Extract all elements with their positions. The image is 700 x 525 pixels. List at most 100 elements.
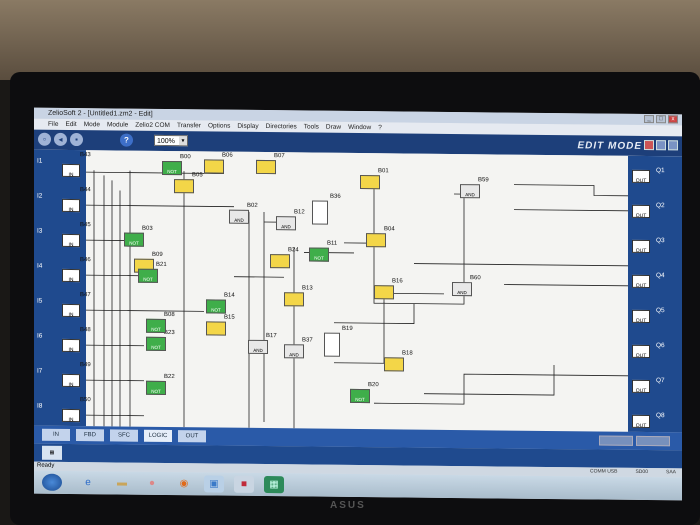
function-block-not[interactable]: NOT — [206, 299, 226, 314]
tab-sfc[interactable]: SFC — [110, 429, 138, 442]
function-block-and[interactable]: AND — [460, 184, 480, 199]
background-wall — [0, 0, 700, 80]
mode-icon-2[interactable] — [656, 140, 666, 151]
menu-options[interactable]: Options — [207, 122, 231, 130]
left-block-label: B50 — [80, 397, 91, 404]
menu-edit[interactable]: Edit — [65, 120, 77, 129]
app-icon-red[interactable]: ■ — [234, 475, 254, 493]
print-icon[interactable]: ▪ — [70, 132, 83, 147]
function-block-and[interactable]: AND — [284, 344, 304, 359]
zeliosoft-taskbar-icon[interactable]: ▦ — [264, 476, 284, 494]
function-block-tmr[interactable] — [384, 357, 404, 372]
output-block[interactable]: OUT — [632, 309, 650, 324]
block-label: B09 — [152, 251, 163, 258]
firefox-icon[interactable]: ◉ — [179, 478, 189, 490]
menu-zelio2-com[interactable]: Zelio2 COM — [135, 121, 170, 130]
input-block[interactable]: IN — [62, 338, 80, 353]
ie-icon[interactable]: e — [85, 477, 91, 489]
maximize-button[interactable]: □ — [656, 115, 666, 124]
input-block[interactable]: IN — [62, 268, 80, 283]
output-block[interactable]: OUT — [632, 414, 650, 429]
app-icon[interactable]: ▣ — [204, 475, 224, 493]
function-block-and[interactable]: AND — [452, 281, 472, 297]
block-label: B00 — [180, 154, 191, 161]
tab-logic[interactable]: LOGIC — [144, 429, 172, 443]
input-block[interactable]: IN — [62, 198, 80, 213]
function-block-not[interactable]: NOT — [350, 388, 370, 404]
function-block-tmr[interactable] — [366, 233, 386, 248]
block-label: B16 — [392, 278, 403, 285]
back-icon[interactable]: ◂ — [54, 132, 67, 146]
block-label: B21 — [156, 261, 167, 268]
folder-icon[interactable]: ▬ — [117, 477, 127, 489]
function-block-tmr[interactable] — [360, 175, 380, 190]
tab-fbd[interactable]: FBD — [76, 429, 104, 442]
block-label: B12 — [294, 209, 305, 216]
function-block-tmr[interactable] — [204, 159, 224, 174]
tab-in[interactable]: IN — [42, 428, 70, 441]
function-block-tmr[interactable] — [206, 321, 226, 336]
input-block[interactable]: IN — [62, 233, 80, 248]
input-block[interactable]: IN — [62, 163, 80, 178]
output-block[interactable]: OUT — [632, 169, 650, 184]
function-block-not[interactable]: NOT — [138, 268, 158, 283]
block-type: AND — [253, 347, 263, 354]
block-type: AND — [465, 192, 475, 198]
panel-button-2[interactable] — [636, 435, 670, 447]
input-label: I3 — [37, 227, 43, 235]
menu-window[interactable]: Window — [348, 123, 372, 132]
close-button[interactable]: x — [668, 115, 678, 124]
menu-help[interactable]: ? — [378, 124, 382, 132]
function-block-tmr[interactable] — [270, 254, 290, 269]
module-logo-icon[interactable]: ▦ — [42, 445, 62, 460]
input-block[interactable]: IN — [62, 408, 80, 423]
panel-button-1[interactable] — [599, 435, 633, 446]
minimize-button[interactable]: _ — [644, 114, 654, 124]
output-block[interactable]: OUT — [632, 239, 650, 254]
menu-directories[interactable]: Directories — [265, 123, 297, 131]
function-block-not[interactable]: NOT — [146, 380, 166, 395]
zoom-select[interactable]: 100%▼ — [154, 134, 188, 147]
output-block[interactable]: OUT — [632, 274, 650, 289]
output-block[interactable]: OUT — [632, 344, 650, 359]
menu-display[interactable]: Display — [237, 122, 259, 130]
block-label: B04 — [384, 226, 395, 233]
menu-mode[interactable]: Mode — [83, 121, 100, 129]
input-block[interactable]: IN — [62, 373, 80, 388]
function-block-and[interactable]: AND — [248, 339, 268, 355]
block-type: NOT — [211, 307, 221, 313]
function-block-not[interactable]: NOT — [124, 232, 144, 247]
menu-tools[interactable]: Tools — [303, 123, 319, 131]
function-block-not[interactable]: NOT — [309, 247, 329, 262]
function-block-tmr[interactable] — [256, 159, 276, 175]
output-block[interactable]: OUT — [632, 379, 650, 394]
block-type: NOT — [151, 344, 161, 350]
menu-transfer[interactable]: Transfer — [176, 122, 201, 130]
function-block-not[interactable]: NOT — [162, 160, 182, 176]
media-icon[interactable]: ● — [148, 477, 156, 489]
output-block[interactable]: OUT — [632, 204, 650, 219]
mode-icon-3[interactable] — [668, 140, 678, 151]
menu-file[interactable]: File — [48, 120, 59, 128]
input-block[interactable]: IN — [62, 303, 80, 318]
function-block-tmr[interactable] — [374, 285, 394, 300]
new-icon[interactable]: ▫ — [38, 132, 51, 146]
input-label: I4 — [37, 262, 43, 270]
mode-icon-1[interactable] — [644, 139, 654, 151]
tab-out[interactable]: OUT — [178, 430, 206, 443]
function-block-cnt[interactable] — [324, 332, 340, 357]
function-block-and[interactable]: AND — [276, 216, 296, 231]
block-label: B22 — [164, 373, 175, 381]
function-block-not[interactable]: NOT — [146, 318, 166, 333]
menu-module[interactable]: Module — [106, 121, 129, 129]
help-button[interactable]: ? — [120, 133, 133, 147]
menu-draw[interactable]: Draw — [325, 123, 342, 131]
function-block-cnt[interactable] — [312, 200, 328, 225]
function-block-and[interactable]: AND — [229, 209, 249, 224]
function-block-tmr[interactable] — [284, 292, 304, 307]
start-button[interactable] — [42, 473, 62, 491]
left-block-label: B44 — [80, 187, 91, 194]
function-block-tmr[interactable] — [174, 179, 194, 194]
function-block-not[interactable]: NOT — [146, 336, 166, 351]
